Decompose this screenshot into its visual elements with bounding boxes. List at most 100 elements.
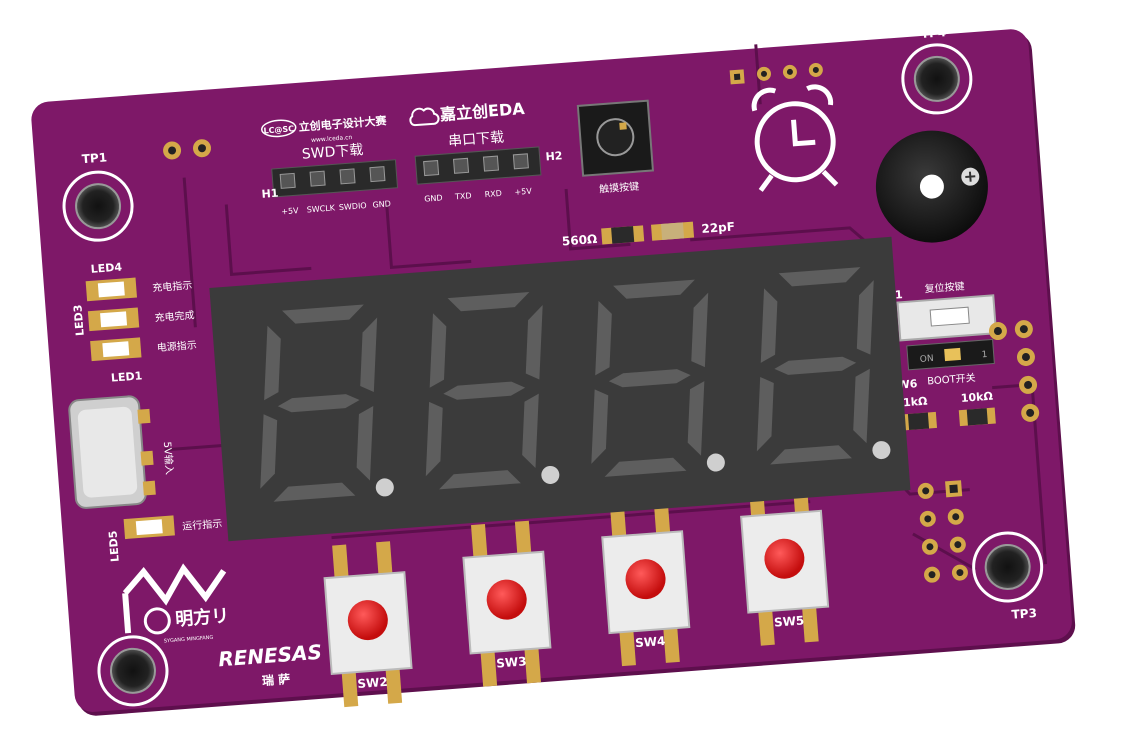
tp4-label: TP4: [920, 25, 946, 41]
tact-switch-sw4: SW4: [601, 500, 691, 667]
sw5-label: SW5: [774, 613, 805, 629]
segment-a: [447, 292, 530, 312]
tact-switch-sw3: SW3: [462, 520, 552, 687]
swd-header: SWD下载 H1 +5V SWCLK SWDIO GND: [261, 142, 399, 216]
segment-d: [439, 470, 521, 490]
test-point-tp1: TP1: [62, 150, 134, 242]
segment-g: [443, 381, 526, 400]
usb-c-port: 5V输入: [68, 395, 176, 509]
mingfangli-logo: 明方リ SYGANG MINGFANG: [122, 563, 230, 645]
swd-pin-1: +5V: [281, 206, 299, 216]
segment-c: [522, 393, 539, 469]
r1k-label: 1kΩ: [903, 395, 929, 410]
lceda-brand: LC@SC: [263, 124, 294, 135]
digit-4: [756, 267, 891, 465]
segment-e: [756, 376, 774, 452]
lceda-url: www.lceda.cn: [311, 134, 353, 144]
resistors-right: 1kΩ 10kΩ: [899, 390, 996, 431]
decimal-point: [375, 478, 394, 497]
digit-1: [260, 304, 394, 502]
usb-label: 5V输入: [161, 441, 176, 475]
test-point-tp4: TP4: [901, 25, 973, 115]
side-pads: [988, 320, 1040, 422]
touch-key: 触摸按键: [576, 99, 654, 196]
touch-rc: 560Ω 22pF: [561, 219, 735, 249]
r560-label: 560Ω: [561, 232, 597, 249]
header-pads-top: [729, 62, 823, 85]
led4-label: LED4: [90, 261, 123, 276]
led-charged-label: 充电完成: [154, 308, 195, 324]
led-running-label: 运行指示: [182, 517, 223, 533]
uart-pin-4: +5V: [514, 187, 532, 197]
uart-pin-1: GND: [424, 193, 443, 203]
display-digits: [260, 267, 891, 502]
segment-f: [760, 288, 778, 363]
test-point-tp2: TP2: [97, 635, 169, 731]
led-power-label: 电源指示: [156, 338, 197, 354]
segment-f: [429, 313, 447, 388]
swd-title: SWD下载: [301, 142, 364, 163]
buzzer: [875, 130, 988, 243]
segment-g: [608, 369, 691, 388]
segment-g: [277, 394, 360, 413]
gear-icon: [143, 607, 171, 635]
uart-pin-2: TXD: [454, 191, 472, 201]
segment-d: [604, 457, 687, 477]
reset-label: 复位按键: [924, 279, 965, 295]
segment-c: [687, 381, 705, 456]
button-cap-sw2: [347, 600, 388, 641]
uart-title: 串口下载: [448, 130, 505, 150]
boot-one-label: 1: [981, 350, 987, 360]
lceda-logo: LC@SC 立创电子设计大赛 www.lceda.cn: [261, 113, 388, 144]
decimal-point: [872, 441, 891, 460]
led1-label: LED1: [110, 369, 142, 384]
alarm-clock-icon: [751, 84, 839, 192]
decimal-point: [706, 453, 725, 472]
tp1-label: TP1: [81, 150, 107, 166]
c22pf-label: 22pF: [701, 219, 735, 235]
segment-e: [425, 401, 443, 477]
segment-a: [282, 304, 364, 324]
sw2-label: SW2: [357, 675, 388, 691]
uart-pin-3: RXD: [484, 189, 502, 199]
pad-grid: [917, 480, 968, 583]
segment-c: [853, 368, 870, 444]
swd-pin-4: GND: [372, 199, 391, 209]
button-cap-sw5: [764, 538, 805, 579]
touch-label: 触摸按键: [599, 180, 640, 196]
segment-b: [360, 317, 378, 392]
tp3-label: TP3: [1011, 606, 1037, 622]
led5: 运行指示 LED5: [106, 515, 223, 562]
button-cap-sw4: [625, 559, 666, 600]
tp2-label: TP2: [124, 715, 150, 731]
renesas-cn: 瑞 萨: [262, 671, 291, 688]
tact-switch-sw2: SW2: [323, 541, 413, 708]
led-cluster: LED4 充电指示 充电完成 电源指示 LED3 LED1: [71, 261, 197, 385]
segment-e: [591, 389, 609, 464]
mingfangli-text: 明方リ: [174, 605, 229, 631]
plus-icon: [965, 171, 976, 182]
uart-ref: H2: [545, 149, 563, 163]
decimal-point: [541, 465, 560, 484]
segment-b: [856, 280, 874, 355]
digit-3: [591, 279, 725, 477]
cloud-icon: [409, 107, 440, 127]
led3-label: LED3: [71, 304, 86, 336]
segment-c: [356, 406, 374, 481]
swd-ref: H1: [261, 187, 279, 201]
seven-segment-display: [209, 236, 911, 542]
segment-a: [778, 267, 861, 287]
digit-2: [425, 292, 560, 490]
r10k-label: 10kΩ: [960, 390, 994, 405]
pcb-traces: [164, 44, 1048, 571]
sw3-label: SW3: [496, 654, 527, 670]
segment-b: [525, 305, 543, 380]
mingfangli-en: SYGANG MINGFANG: [164, 635, 214, 645]
uart-header: 串口下载 H2 GND TXD RXD +5V: [414, 130, 563, 204]
boot-label: BOOT开关: [927, 371, 976, 388]
segment-e: [260, 414, 278, 489]
segment-a: [613, 279, 695, 299]
swd-pin-3: SWDIO: [339, 201, 367, 212]
